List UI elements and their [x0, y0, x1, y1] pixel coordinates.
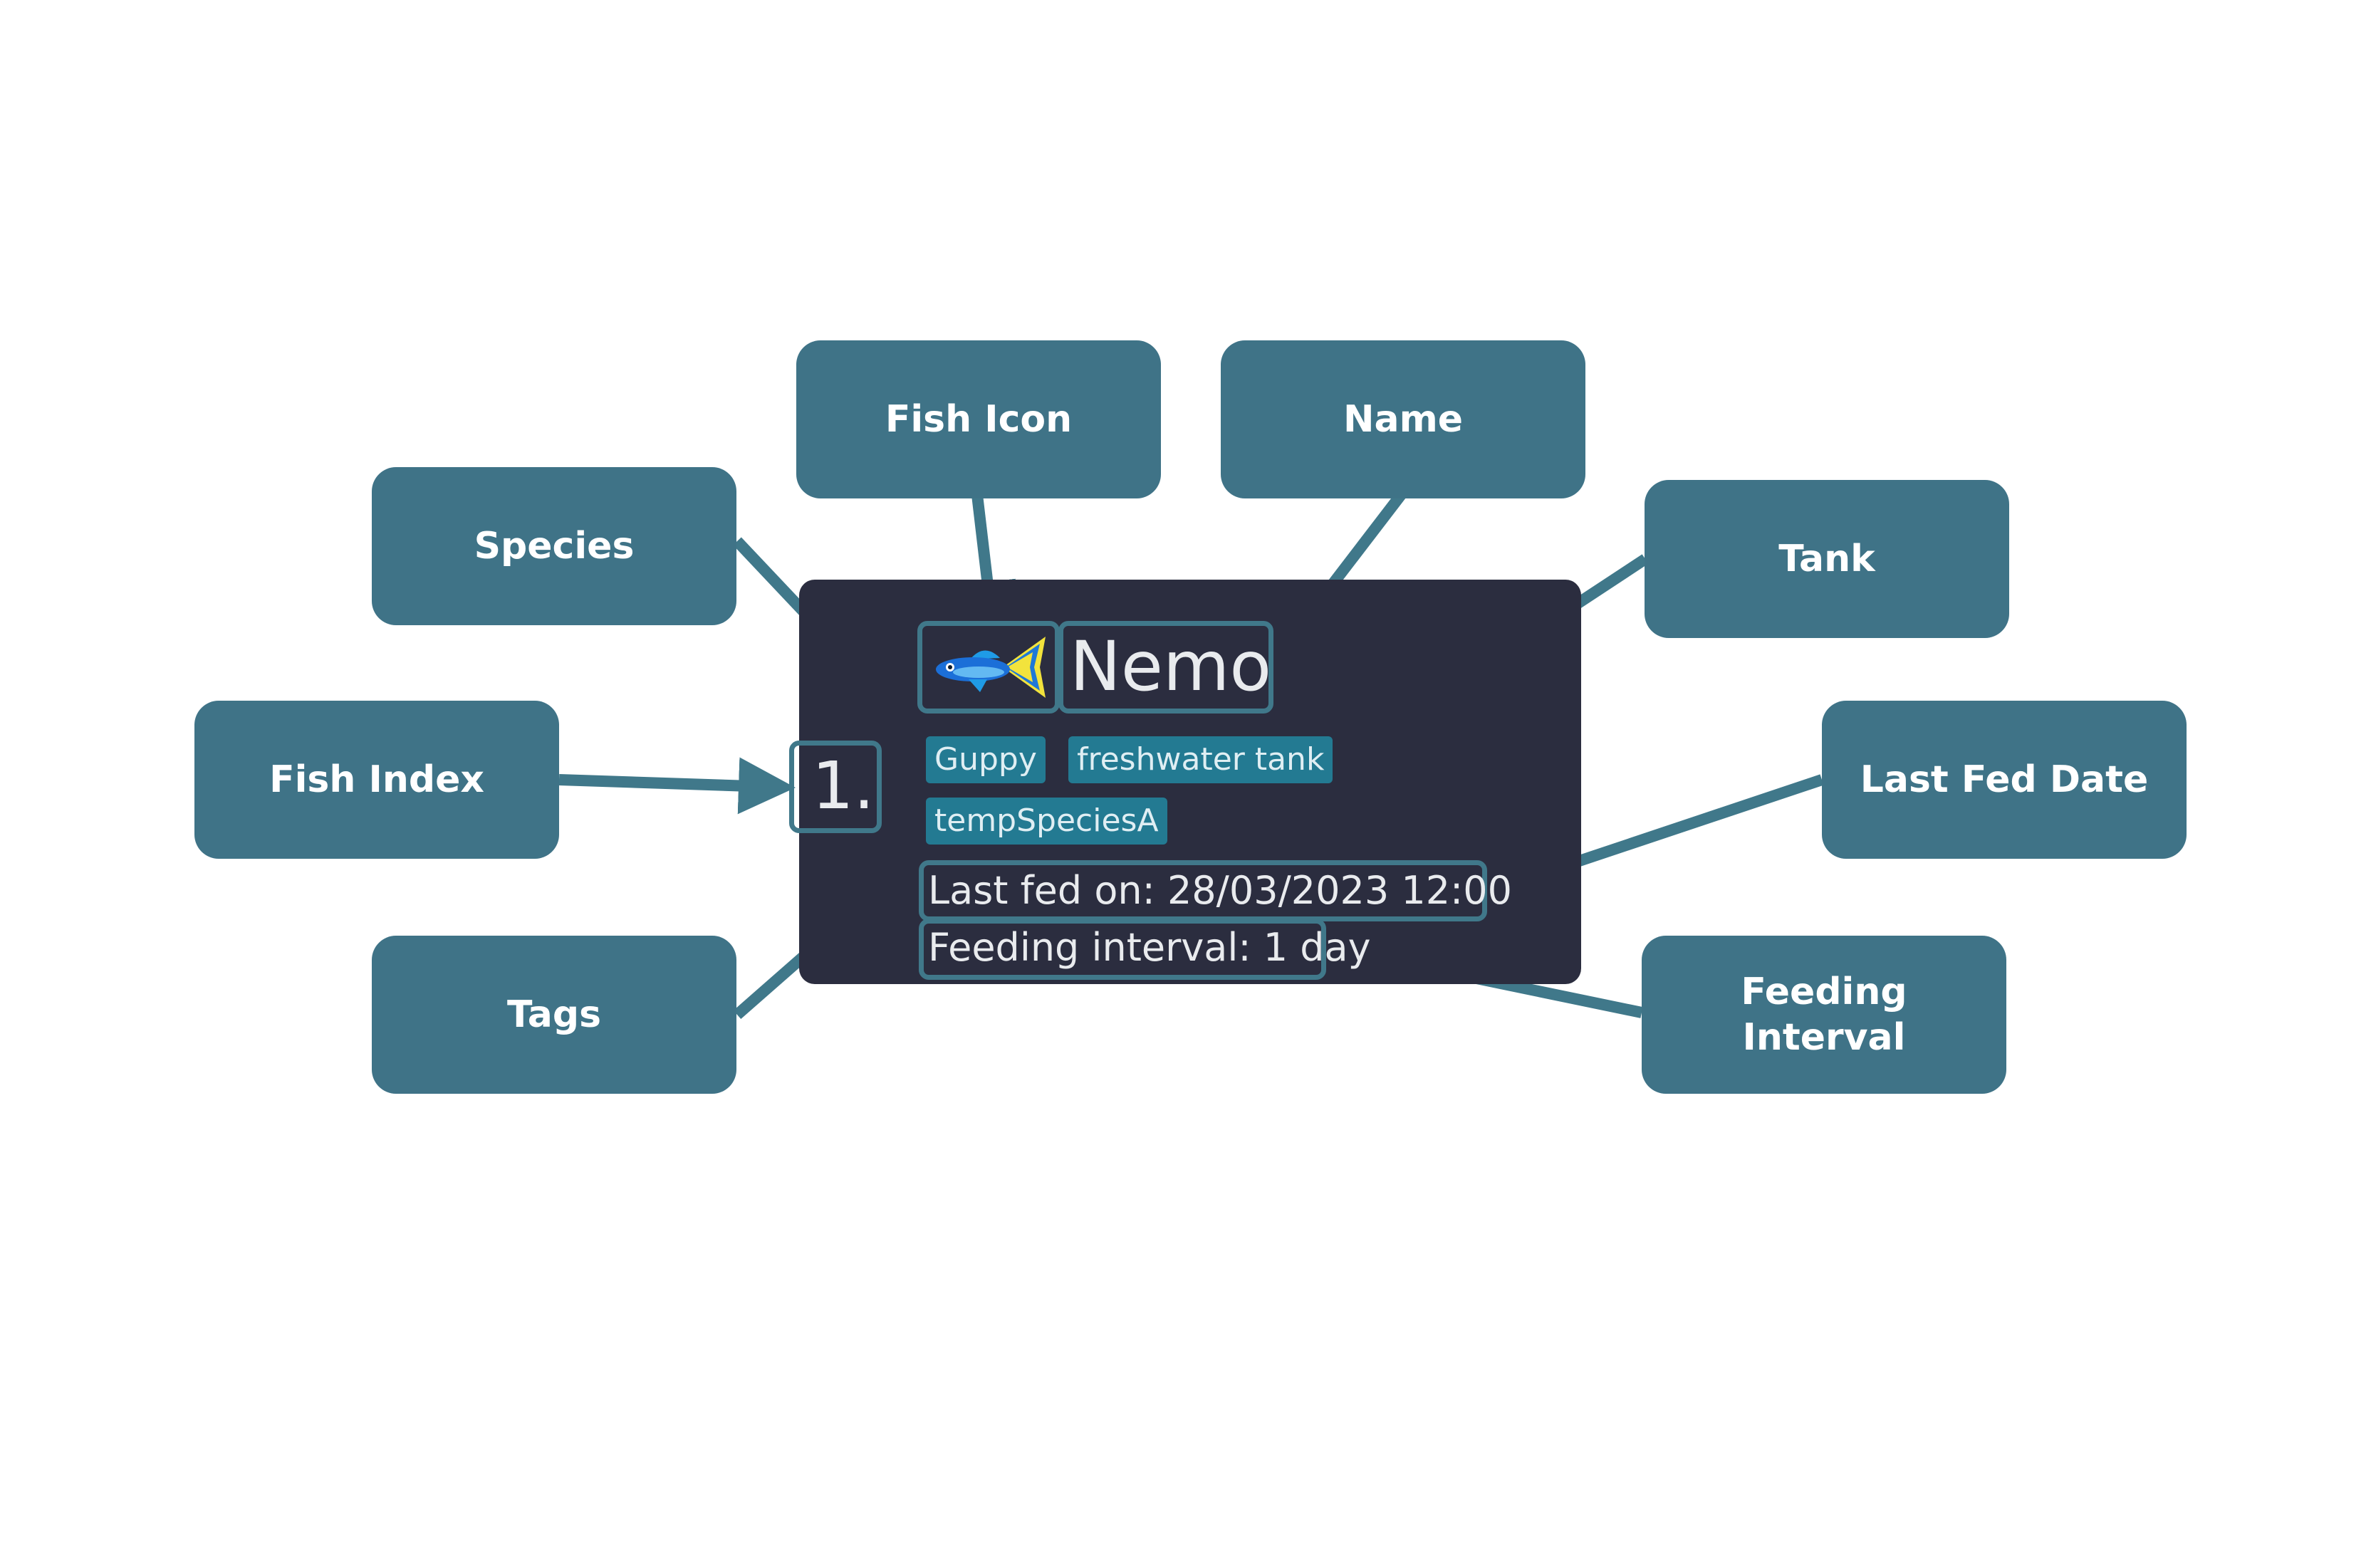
fish-name: Nemo [1070, 627, 1272, 706]
callout-fish-icon: Fish Icon [796, 340, 1161, 498]
species-tag: Guppy [926, 736, 1046, 783]
last-fed-date: Last fed on: 28/03/2023 12:00 [928, 868, 1512, 913]
fish-index-frame [789, 741, 882, 833]
tank-tag: freshwater tank [1068, 736, 1333, 783]
arrow-fish-index [558, 757, 796, 815]
custom-tag: tempSpeciesA [926, 798, 1167, 845]
fish-name-frame [1058, 621, 1273, 714]
callout-fish-index: Fish Index [194, 701, 559, 859]
feeding-interval-frame [919, 919, 1326, 980]
fish-icon-frame [917, 621, 1060, 714]
callout-tags: Tags [372, 936, 736, 1094]
callout-species: Species [372, 467, 736, 625]
callout-name: Name [1221, 340, 1585, 498]
fish-index: 1. [812, 748, 875, 824]
feeding-interval: Feeding interval: 1 day [928, 925, 1371, 970]
callout-last-fed-date: Last Fed Date [1822, 701, 2187, 859]
callout-tank: Tank [1645, 480, 2009, 638]
guppy-fish-icon [936, 637, 1046, 698]
callout-feeding-interval: Feeding Interval [1642, 936, 2006, 1094]
